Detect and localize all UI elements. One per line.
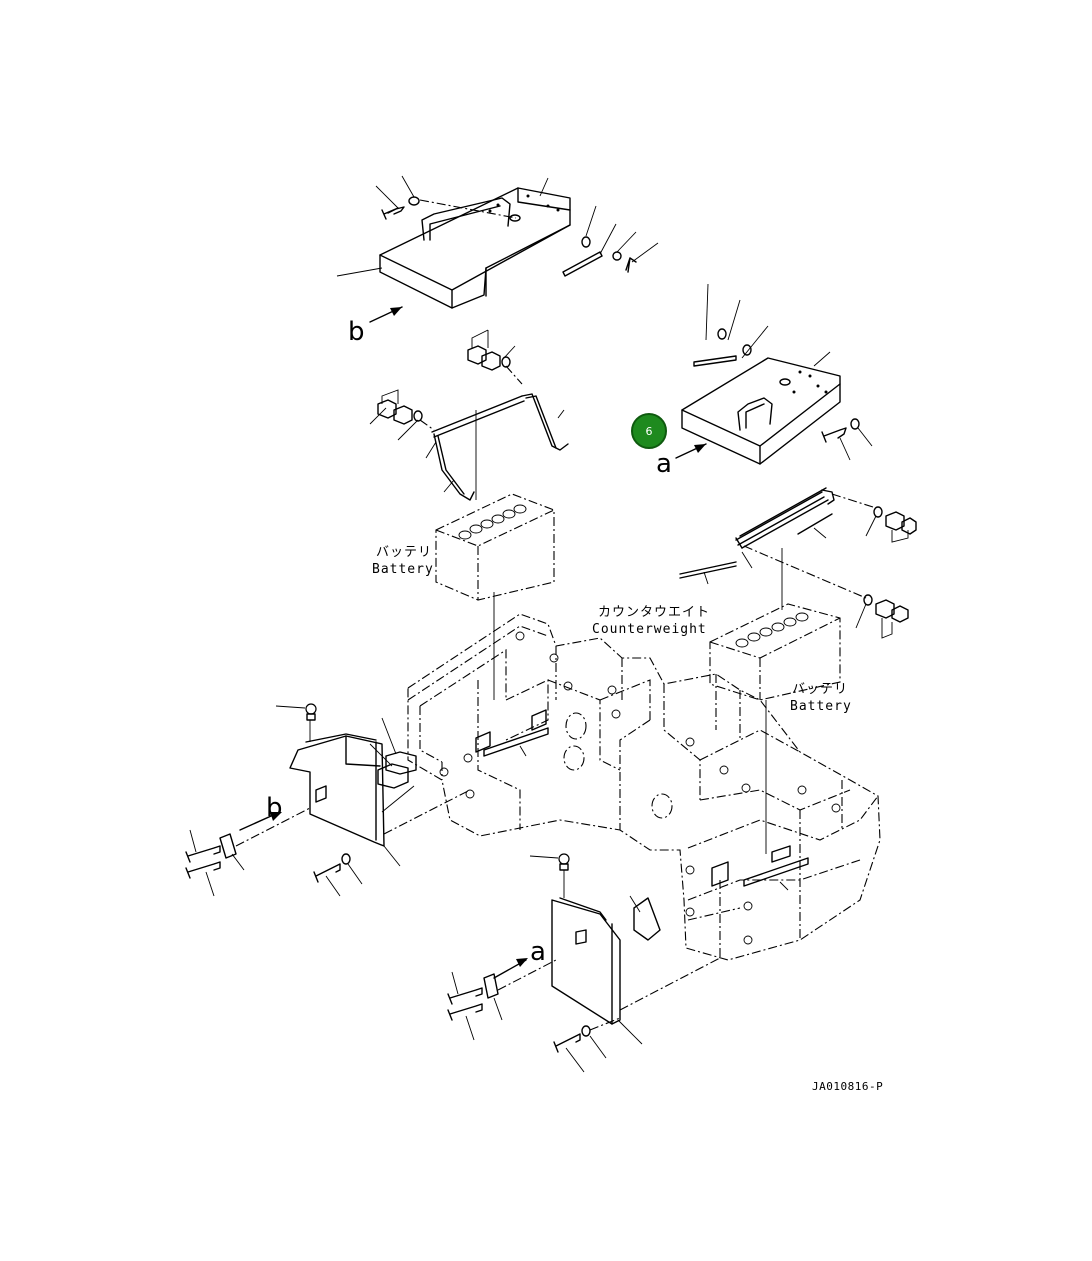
view-letter-b-top: b — [348, 317, 365, 347]
view-letter-b-left: b — [266, 793, 283, 823]
battery-left: バッテリ Battery — [372, 493, 555, 700]
callout-number[interactable]: 6 — [646, 425, 653, 438]
bracket-bolts-bottom — [447, 959, 621, 1073]
battery-right-label-jp: バッテリ — [792, 682, 848, 697]
battery-hold-down-left — [369, 329, 569, 501]
battery-cover-right — [681, 357, 841, 465]
battery-right-label-en: Battery — [790, 699, 852, 714]
side-cover-left — [275, 703, 471, 867]
battery-left-label-en: Battery — [372, 562, 434, 577]
cover-bolt-top-left — [375, 175, 517, 220]
view-a-arrow-right: a — [656, 443, 707, 479]
cover-rod-top — [562, 205, 659, 277]
counterweight-label-en: Counterweight — [592, 622, 707, 637]
bracket-bolts-left — [185, 807, 363, 897]
callout-circle[interactable] — [631, 413, 667, 449]
callout-marker[interactable]: 6 — [631, 413, 667, 449]
battery-left-label-jp: バッテリ — [376, 545, 432, 560]
view-a-arrow-bottom: a — [493, 937, 546, 979]
battery-cover-left — [379, 187, 571, 309]
view-letter-a-right: a — [656, 449, 672, 479]
drawing-code: JA010816-P — [812, 1080, 883, 1093]
counterweight-label-jp: カウンタウエイト — [598, 605, 710, 620]
side-cover-bottom — [529, 853, 721, 1045]
battery-right: バッテリ Battery — [709, 603, 852, 854]
counterweight: カウンタウエイト Counterweight — [407, 605, 881, 961]
view-b-arrow-left: b — [239, 793, 283, 831]
view-letter-a-bottom: a — [530, 937, 546, 967]
view-b-arrow-top: b — [348, 306, 403, 347]
cover-rod-right — [693, 328, 752, 367]
cover-bolt-right — [821, 418, 873, 461]
battery-hold-down-right — [679, 487, 917, 639]
